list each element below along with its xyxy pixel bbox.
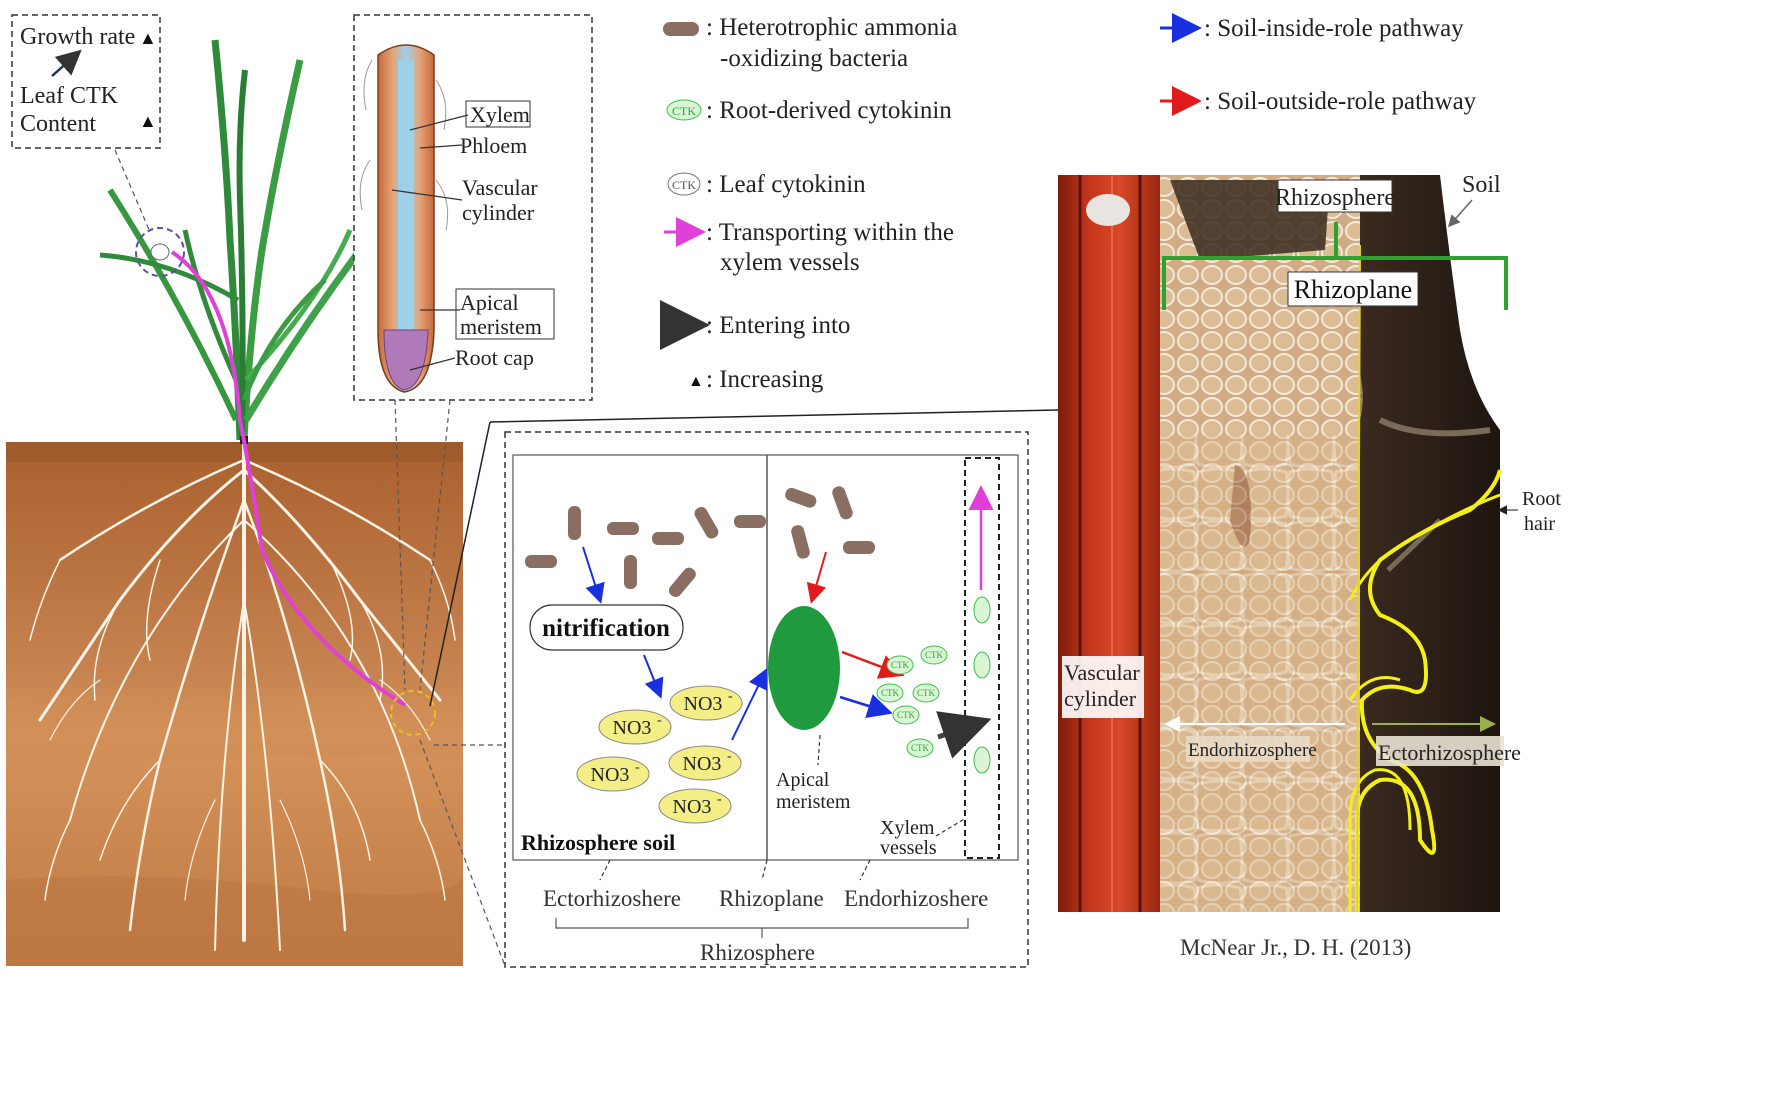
growth-callout: Growth rate ▲ Leaf CTK Content ▲ xyxy=(11,14,161,233)
xylem-label: Xylem xyxy=(470,102,530,127)
zoom-rhizoplane-label: Rhizoplane xyxy=(719,886,824,911)
bacteria-cluster xyxy=(525,486,875,598)
zoom-rhizosphere-label: Rhizosphere xyxy=(700,940,815,965)
vascular-cylinder-label-2: cylinder xyxy=(462,200,535,225)
ctk-cluster xyxy=(876,596,991,774)
svg-text:CTK: CTK xyxy=(911,743,930,753)
legend-transport-1: : Transporting within the xyxy=(706,219,954,246)
leaf-ctk-content-label: Content xyxy=(20,111,96,137)
svg-text:-: - xyxy=(657,713,662,728)
vascular-tissue xyxy=(1058,175,1160,912)
leaf-ctk-label: Leaf CTK xyxy=(20,83,119,109)
legend: : Heterotrophic ammonia -oxidizing bacte… xyxy=(660,13,1477,393)
svg-text:-: - xyxy=(728,689,733,704)
plant-shoot xyxy=(99,39,363,444)
soil-block xyxy=(5,442,464,966)
legend-root-ctk: : Root-derived cytokinin xyxy=(706,97,952,124)
zoom-xylem-label-1: Xylem xyxy=(880,817,935,839)
micro-endorhizosphere-label: Endorhizosphere xyxy=(1188,740,1317,761)
legend-leaf-ctk: : Leaf cytokinin xyxy=(706,171,866,198)
root-hair-label-2: hair xyxy=(1524,513,1555,535)
root-cap-label: Root cap xyxy=(455,345,534,370)
no3-label-2: NO3 xyxy=(613,717,652,739)
svg-text:CTK: CTK xyxy=(672,104,696,118)
legend-bacteria-icon xyxy=(663,22,699,36)
legend-soil-outside: : Soil-outside-role pathway xyxy=(1204,88,1477,115)
zoom-ectorhizosphere-label: Ectorhizoshere xyxy=(543,886,681,911)
legend-leaf-ctk-icon xyxy=(667,172,701,196)
legend-soil-inside: : Soil-inside-role pathway xyxy=(1204,15,1464,42)
svg-text:CTK: CTK xyxy=(897,710,916,720)
no3-label-4: NO3 xyxy=(591,764,630,786)
micro-vascular-label-1: Vascular xyxy=(1064,660,1140,685)
xylem-vessel-box xyxy=(964,457,1000,859)
ctk-increase-marker: ▲ xyxy=(139,111,157,131)
apical-meristem-label-1: Apical xyxy=(460,290,519,315)
rhizoplane-line xyxy=(1356,244,1361,913)
citation-label: McNear Jr., D. H. (2013) xyxy=(1180,935,1411,960)
phloem-label: Phloem xyxy=(460,133,527,158)
zoom-panel: nitrification NO3 NO3 NO3 NO3 NO3 - - - … xyxy=(504,431,1029,968)
legend-root-ctk-icon xyxy=(666,99,702,121)
legend-increasing-icon: ▲ xyxy=(688,373,704,390)
zoom-connectors xyxy=(419,409,1059,967)
no3-label-3: NO3 xyxy=(683,753,722,775)
growth-increase-marker: ▲ xyxy=(139,28,157,48)
svg-text:CTK: CTK xyxy=(925,650,944,660)
micrograph-panel: Rhizosphere Rhizoplane Soil Root hair Va… xyxy=(1058,172,1561,913)
root-hair-label-1: Root xyxy=(1522,488,1561,510)
apical-meristem-blob xyxy=(768,606,840,730)
apical-meristem-label-2: meristem xyxy=(460,314,542,339)
root-hair-outline-inner xyxy=(1348,493,1501,912)
legend-transport-2: xylem vessels xyxy=(720,249,860,276)
rhizosphere-soil-label: Rhizosphere soil xyxy=(521,830,675,855)
micro-rhizoplane-label: Rhizoplane xyxy=(1294,275,1412,304)
no3-label-5: NO3 xyxy=(673,796,712,818)
root-system xyxy=(29,443,456,951)
zoom-endorhizosphere-label: Endorhizoshere xyxy=(844,886,988,911)
legend-bacteria-2: -oxidizing bacteria xyxy=(720,45,908,72)
legend-increasing: : Increasing xyxy=(706,366,824,393)
zoom-apical-label-1: Apical xyxy=(776,769,830,791)
legend-bacteria-1: : Heterotrophic ammonia xyxy=(706,14,957,41)
micro-ectorhizosphere-label: Ectorhizosphere xyxy=(1378,740,1521,765)
zoom-apical-label-2: meristem xyxy=(776,791,851,813)
svg-text:CTK: CTK xyxy=(891,660,910,670)
vascular-cylinder-label-1: Vascular xyxy=(462,175,538,200)
no3-group xyxy=(576,685,743,824)
micro-rhizosphere-label: Rhizosphere xyxy=(1275,185,1395,211)
micro-soil-label: Soil xyxy=(1462,172,1501,198)
root-tip-circle xyxy=(390,690,436,736)
svg-text:CTK: CTK xyxy=(881,688,900,698)
xylem-transport-line xyxy=(170,250,407,707)
svg-text:-: - xyxy=(727,749,732,764)
svg-text:-: - xyxy=(635,760,640,775)
micro-vascular-label-2: cylinder xyxy=(1064,686,1137,711)
leaf-ctk-circle xyxy=(135,227,185,277)
nitrification-label: nitrification xyxy=(542,615,670,642)
root-tip-inset: Xylem Phloem Vascular cylinder Apical me… xyxy=(353,14,593,691)
svg-text:CTK: CTK xyxy=(917,688,936,698)
svg-text:CTK: CTK xyxy=(672,178,696,192)
svg-text:-: - xyxy=(717,792,722,807)
zoom-xylem-label-2: vessels xyxy=(880,837,937,859)
no3-label-1: NO3 xyxy=(684,693,723,715)
legend-entering: : Entering into xyxy=(706,312,850,339)
growth-rate-label: Growth rate xyxy=(20,24,135,50)
